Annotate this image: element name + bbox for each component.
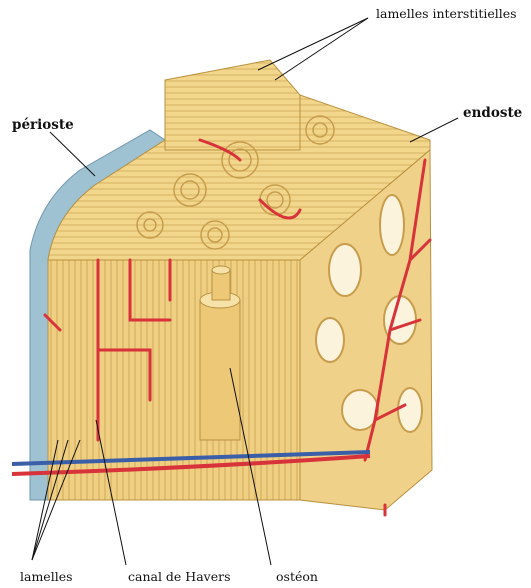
label-osteon: ostéon — [276, 569, 318, 584]
label-periosteum: périoste — [12, 117, 74, 133]
label-interstitial-lamellae: lamelles interstitielles — [376, 6, 517, 21]
label-haversian-canal: canal de Havers — [128, 569, 231, 584]
interstitial-block — [165, 60, 300, 150]
label-lamellae: lamelles — [20, 569, 73, 584]
label-endosteum: endoste — [463, 105, 522, 121]
